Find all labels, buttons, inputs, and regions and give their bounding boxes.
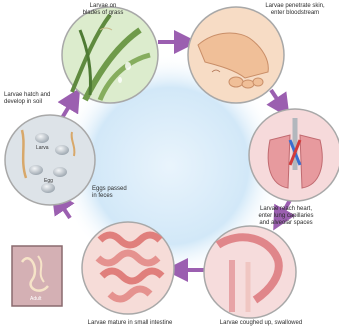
egg-shape [29,165,43,175]
stage-lungs-illustration [249,109,339,201]
label-lungs: Larvae reach heart, enter lung capillari… [238,206,334,227]
egg-shape [55,145,69,155]
callout-larva: Larva [36,145,49,151]
egg-shape [53,167,67,177]
egg-shape [41,183,55,193]
stage-skin-illustration [188,7,284,103]
callout-adult: Adult [30,296,41,302]
callout-egg: Egg [44,178,53,184]
egg-shape [35,133,49,143]
stage-throat-illustration [204,226,296,318]
label-throat: Larvae coughed up, swallowed [196,320,326,327]
label-intestine: Larvae mature in small intestine [70,320,190,327]
stage-intestine-illustration [82,222,174,314]
stage-grass-illustration [62,7,158,103]
label-feces: Eggs passed in feces [92,186,142,200]
label-skin: Larvae penetrate skin, enter bloodstream [252,3,338,17]
arrow-skin-to-lungs [271,90,283,108]
label-soil: Larvae hatch and develop in soil [4,92,74,106]
stage-eggs-illustration [5,115,95,205]
label-grass: Larvae on blades of grass [68,3,138,17]
